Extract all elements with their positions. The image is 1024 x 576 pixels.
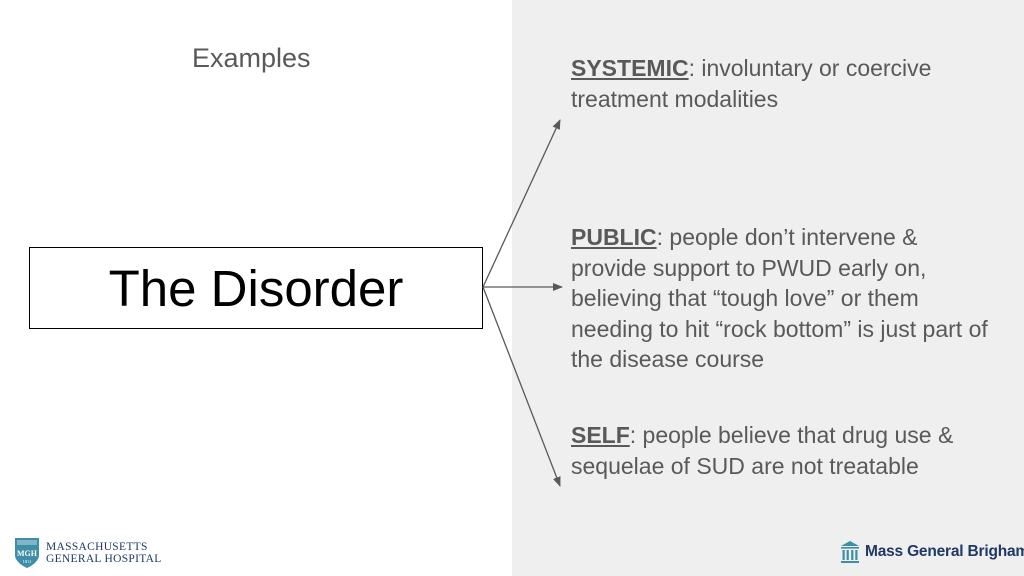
- slide-heading: Examples: [192, 43, 311, 73]
- point-self: SELF: people believe that drug use & seq…: [571, 420, 991, 481]
- mgb-name: Mass General Brigham: [865, 543, 1024, 560]
- point-public: PUBLIC: people don’t intervene & provide…: [571, 222, 991, 375]
- mgb-logo: Mass General Brigham: [840, 538, 1024, 566]
- point-text: : people believe that drug use & sequela…: [571, 422, 954, 479]
- point-term: SYSTEMIC: [571, 55, 689, 81]
- right-panel: [512, 0, 1024, 576]
- mgh-line2: GENERAL HOSPITAL: [46, 553, 162, 565]
- disorder-box: The Disorder: [29, 247, 483, 329]
- arrow-to-systemic: [482, 119, 561, 288]
- point-term: SELF: [571, 422, 630, 448]
- mgb-columns-icon: [841, 541, 859, 563]
- disorder-label: The Disorder: [108, 259, 404, 317]
- mgh-shield-year: 1811: [23, 559, 32, 564]
- mgh-line1: MASSACHUSETTS: [46, 541, 148, 553]
- point-term: PUBLIC: [571, 224, 657, 250]
- mgh-shield-icon: MGH 1811: [15, 538, 39, 568]
- point-systemic: SYSTEMIC: involuntary or coercive treatm…: [571, 53, 991, 114]
- point-text: : involuntary or coercive treatment moda…: [571, 55, 932, 112]
- mgh-shield-text: MGH: [17, 549, 38, 558]
- mgh-logo: MGH 1811 MASSACHUSETTS GENERAL HOSPITAL: [14, 536, 162, 570]
- arrow-to-self: [482, 286, 561, 487]
- point-text: : people don’t intervene & provide suppo…: [571, 224, 988, 372]
